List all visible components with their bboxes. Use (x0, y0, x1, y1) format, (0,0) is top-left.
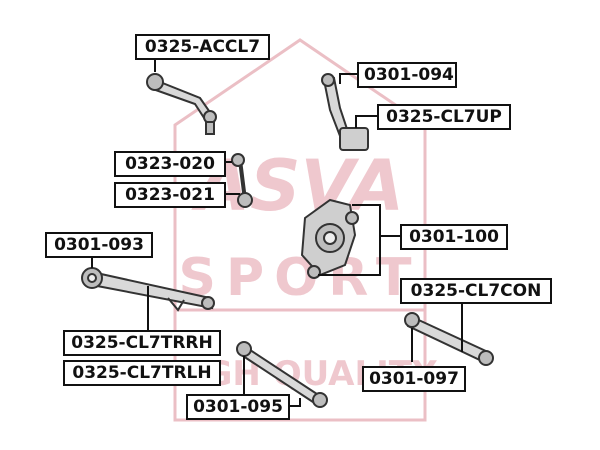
label-0323-021: 0323-021 (114, 182, 226, 208)
label-0325-accl7: 0325-ACCL7 (135, 34, 270, 60)
label-0301-100: 0301-100 (400, 224, 508, 250)
stabilizer-link (231, 153, 253, 208)
label-0325-cl7con: 0325-CL7CON (400, 278, 552, 304)
label-0323-020: 0323-020 (114, 151, 226, 177)
label-0325-cl7trlh: 0325-CL7TRLH (63, 360, 221, 386)
watermark-brand: ASVA (191, 145, 404, 227)
label-0325-cl7up: 0325-CL7UP (377, 104, 511, 130)
knuckle-0301-100 (300, 198, 359, 279)
label-0301-095: 0301-095 (186, 394, 290, 420)
label-0301-094: 0301-094 (357, 62, 457, 88)
upper-arm-accl7 (146, 73, 217, 135)
trailing-arm-cl7trrh (81, 267, 215, 312)
label-0325-cl7trrh: 0325-CL7TRRH (63, 330, 221, 356)
watermark-line1: SPORT (179, 248, 422, 308)
upper-link-cl7up (321, 73, 369, 151)
lower-arm-cl7con (404, 312, 494, 366)
label-0301-093: 0301-093 (45, 232, 153, 258)
label-0301-097: 0301-097 (362, 366, 466, 392)
leader-lines (91, 56, 463, 407)
